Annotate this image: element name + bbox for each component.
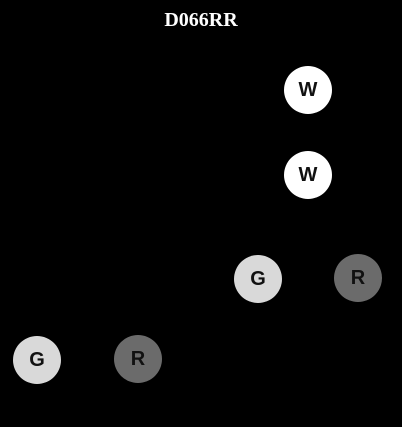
node-r-left: R xyxy=(114,335,162,383)
node-w-lower: W xyxy=(284,151,332,199)
node-g-right: G xyxy=(234,255,282,303)
diagram-title: D066RR xyxy=(164,9,238,31)
node-g-left: G xyxy=(13,336,61,384)
node-r-right: R xyxy=(334,254,382,302)
node-w-upper: W xyxy=(284,66,332,114)
